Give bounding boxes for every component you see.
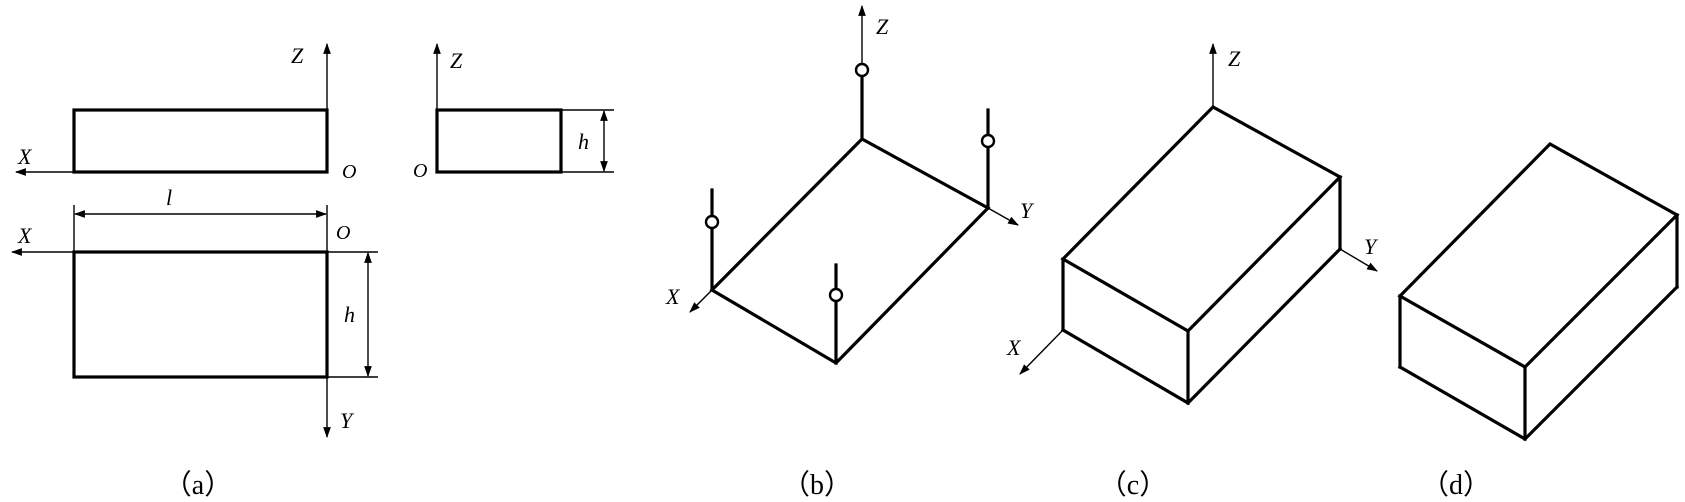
- top-view-rect: [72, 250, 329, 379]
- side-origin-label: O: [413, 160, 427, 182]
- side-view-rect: [435, 108, 563, 174]
- b-x-label: X: [665, 284, 681, 309]
- b-y-label: Y: [1020, 198, 1035, 223]
- side-view: Z O h: [413, 42, 614, 182]
- caption-b: （b）: [782, 469, 852, 501]
- front-view-rect: [72, 108, 329, 174]
- caption-a: （a）: [164, 469, 232, 501]
- solid-bottom-right: [1522, 284, 1680, 442]
- panel-c: Z Y X （c）: [1006, 42, 1379, 501]
- top-h-label: h: [344, 302, 355, 327]
- panel-b: Z Y X （b）: [665, 4, 1035, 501]
- height-marker-right: [980, 133, 996, 149]
- height-marker-left: [704, 214, 720, 230]
- height-marker-top: [854, 62, 870, 78]
- panel-a: X Z O Z O h X Y O: [10, 42, 614, 501]
- box-bottom-right: [1185, 246, 1343, 406]
- top-y-label: Y: [340, 408, 355, 433]
- solid-top-face: [1397, 142, 1680, 369]
- top-origin-label: O: [336, 222, 350, 244]
- side-h-label: h: [578, 129, 589, 154]
- front-x-label: X: [17, 144, 33, 169]
- height-marker-front: [828, 287, 844, 303]
- c-y-label: Y: [1364, 234, 1379, 259]
- c-x-axis: [1019, 329, 1064, 375]
- caption-c: （c）: [1099, 469, 1167, 501]
- base-parallelogram: [709, 137, 991, 366]
- front-z-label: Z: [291, 43, 304, 68]
- top-x-label: X: [17, 223, 33, 248]
- b-x-axis: [689, 289, 713, 313]
- front-origin-label: O: [342, 161, 356, 183]
- solid-bottom-left: [1397, 364, 1528, 442]
- side-z-label: Z: [450, 48, 463, 73]
- caption-d: （d）: [1421, 469, 1491, 501]
- c-z-label: Z: [1228, 46, 1241, 71]
- b-z-label: Z: [876, 14, 889, 39]
- top-l-label: l: [166, 185, 172, 210]
- c-y-axis: [1339, 248, 1378, 272]
- box-top-face: [1060, 105, 1343, 334]
- b-y-axis: [987, 207, 1019, 226]
- front-view: X Z O: [14, 42, 356, 183]
- box-bottom-left: [1060, 327, 1191, 406]
- top-view: X Y O l h: [10, 185, 378, 439]
- panel-d: （d）: [1397, 142, 1680, 501]
- c-x-label: X: [1006, 335, 1022, 360]
